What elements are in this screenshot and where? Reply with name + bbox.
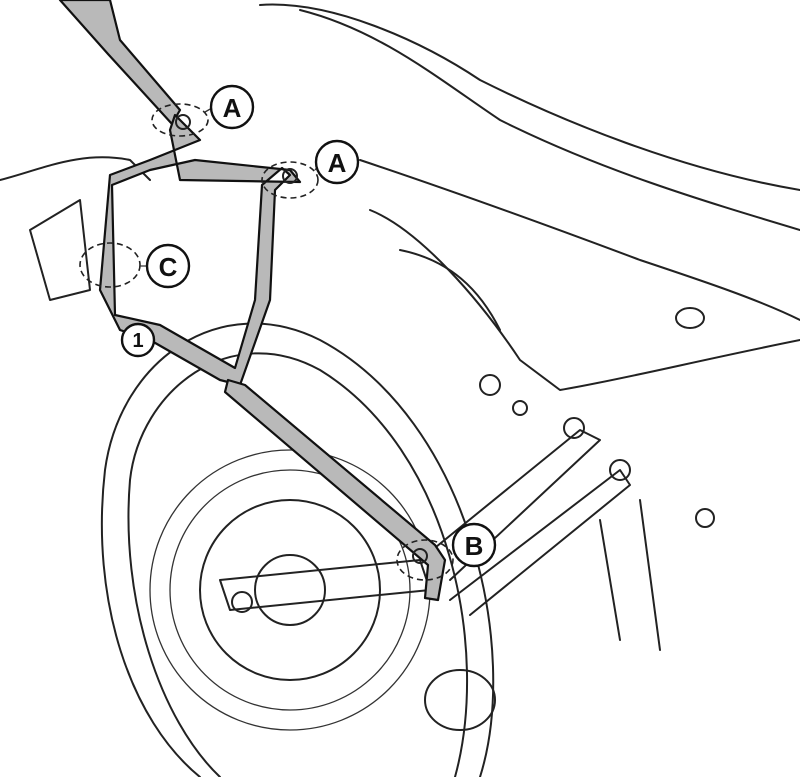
zone-a-upper: [151, 103, 209, 137]
callout-a-upper: A: [209, 84, 255, 130]
zone-a-lower: [261, 161, 319, 199]
callout-label: C: [159, 252, 178, 282]
pannier-rack: [58, 0, 447, 602]
callout-b: B: [451, 522, 497, 568]
callout-label: B: [465, 531, 484, 561]
seat-bodywork: [0, 3, 800, 391]
zone-b: [396, 539, 454, 581]
callout-a-lower: A: [314, 139, 360, 185]
callout-c: C: [145, 243, 191, 289]
callout-label: A: [223, 93, 242, 123]
callout-label: 1: [132, 330, 143, 352]
callout-label: A: [328, 148, 347, 178]
swingarm-footpegs: [419, 374, 715, 731]
zone-c: [79, 242, 141, 288]
callout-part-1: 1: [120, 322, 156, 358]
